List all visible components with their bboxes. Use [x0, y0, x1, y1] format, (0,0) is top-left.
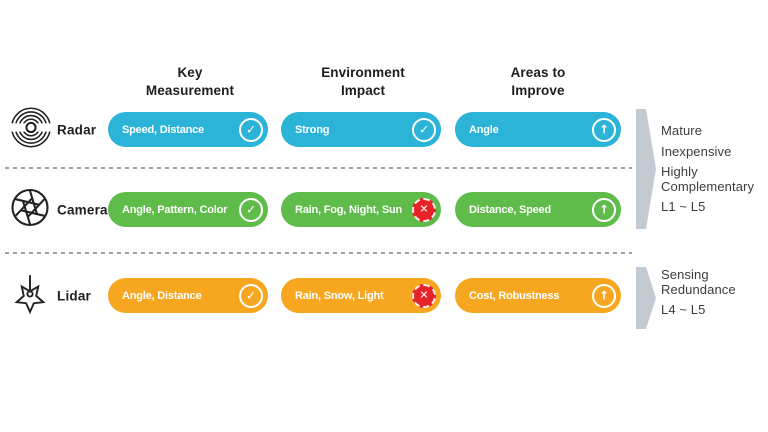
annotation-line: Sensing Redundance — [661, 267, 736, 297]
sensor-label-lidar: Lidar — [57, 288, 92, 303]
x-cross-badge-icon: ✕ — [412, 197, 436, 222]
radar-key-measurement-pill: Speed, Distance ✓ — [108, 112, 268, 147]
pill-text: Strong — [295, 123, 330, 136]
check-circle-icon: ✓ — [239, 283, 263, 308]
row-camera: Camera Angle, Pattern, Color ✓ Rain, Fog… — [0, 188, 768, 227]
annotation-lidar: Sensing Redundance L4 ~ L5 — [661, 267, 736, 324]
annotation-line: Highly Complementary — [661, 164, 755, 194]
annotation-line: L4 ~ L5 — [661, 302, 706, 318]
lidar-key-measurement-pill: Angle, Distance ✓ — [108, 278, 268, 313]
sensor-label-camera: Camera — [57, 202, 108, 217]
pill-text: Speed, Distance — [122, 123, 204, 136]
x-cross-badge-icon: ✕ — [412, 283, 436, 308]
bracket-arrow-lidar — [636, 267, 656, 334]
pill-text: Cost, Robustness — [469, 289, 560, 302]
radar-icon — [9, 104, 53, 155]
pill-text: Rain, Snow, Light — [295, 289, 384, 302]
annotation-line: Mature — [661, 123, 703, 138]
row-divider — [5, 167, 632, 169]
pill-text: Angle — [469, 123, 499, 136]
camera-aperture-icon — [9, 186, 51, 233]
arrow-up-circle-icon: ↑ — [592, 197, 616, 222]
lidar-environment-impact-pill: Rain, Snow, Light ✕ — [281, 278, 441, 313]
check-circle-icon: ✓ — [239, 117, 263, 142]
annotation-line: Inexpensive — [661, 143, 732, 159]
annotation-line: L1 ~ L5 — [661, 199, 706, 215]
radar-environment-impact-pill: Strong ✓ — [281, 112, 441, 147]
annotation-radar-camera: Mature Inexpensive Highly Complementary … — [661, 123, 755, 221]
arrow-up-circle-icon: ↑ — [592, 283, 616, 308]
pill-text: Rain, Fog, Night, Sun — [295, 203, 403, 216]
pill-text: Angle, Distance — [122, 289, 202, 302]
radar-areas-to-improve-pill: Angle ↑ — [455, 112, 621, 147]
check-circle-icon: ✓ — [239, 197, 263, 222]
bracket-arrow-radar-camera — [636, 109, 656, 234]
pill-text: Distance, Speed — [469, 203, 551, 216]
column-header-key-measurement: Key Measurement — [145, 65, 235, 98]
camera-areas-to-improve-pill: Distance, Speed ↑ — [455, 192, 621, 227]
pill-text: Angle, Pattern, Color — [122, 203, 228, 216]
sensor-label-radar: Radar — [57, 122, 97, 137]
row-radar: Radar Speed, Distance ✓ Strong ✓ Angle ↑ — [0, 106, 768, 148]
column-header-areas-to-improve: Areas to Improve — [510, 65, 566, 98]
row-lidar: Lidar Angle, Distance ✓ Rain, Snow, Ligh… — [0, 274, 768, 314]
lidar-icon — [9, 270, 51, 321]
arrow-up-circle-icon: ↑ — [592, 117, 616, 142]
check-circle-icon: ✓ — [412, 117, 436, 142]
camera-environment-impact-pill: Rain, Fog, Night, Sun ✕ — [281, 192, 441, 227]
lidar-areas-to-improve-pill: Cost, Robustness ↑ — [455, 278, 621, 313]
camera-key-measurement-pill: Angle, Pattern, Color ✓ — [108, 192, 268, 227]
row-divider — [5, 252, 632, 254]
column-header-environment-impact: Environment Impact — [321, 65, 405, 98]
